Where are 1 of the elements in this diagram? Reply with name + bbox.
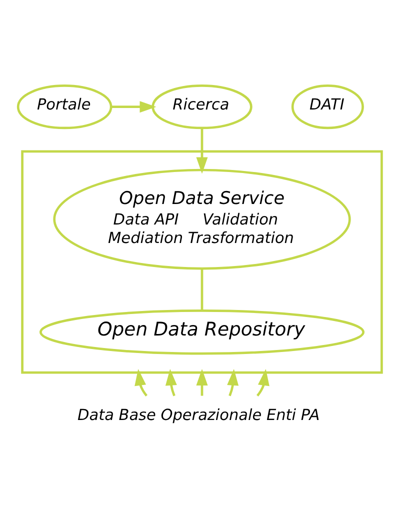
node-text: Data Base Operazionale Enti PA [78,405,320,424]
